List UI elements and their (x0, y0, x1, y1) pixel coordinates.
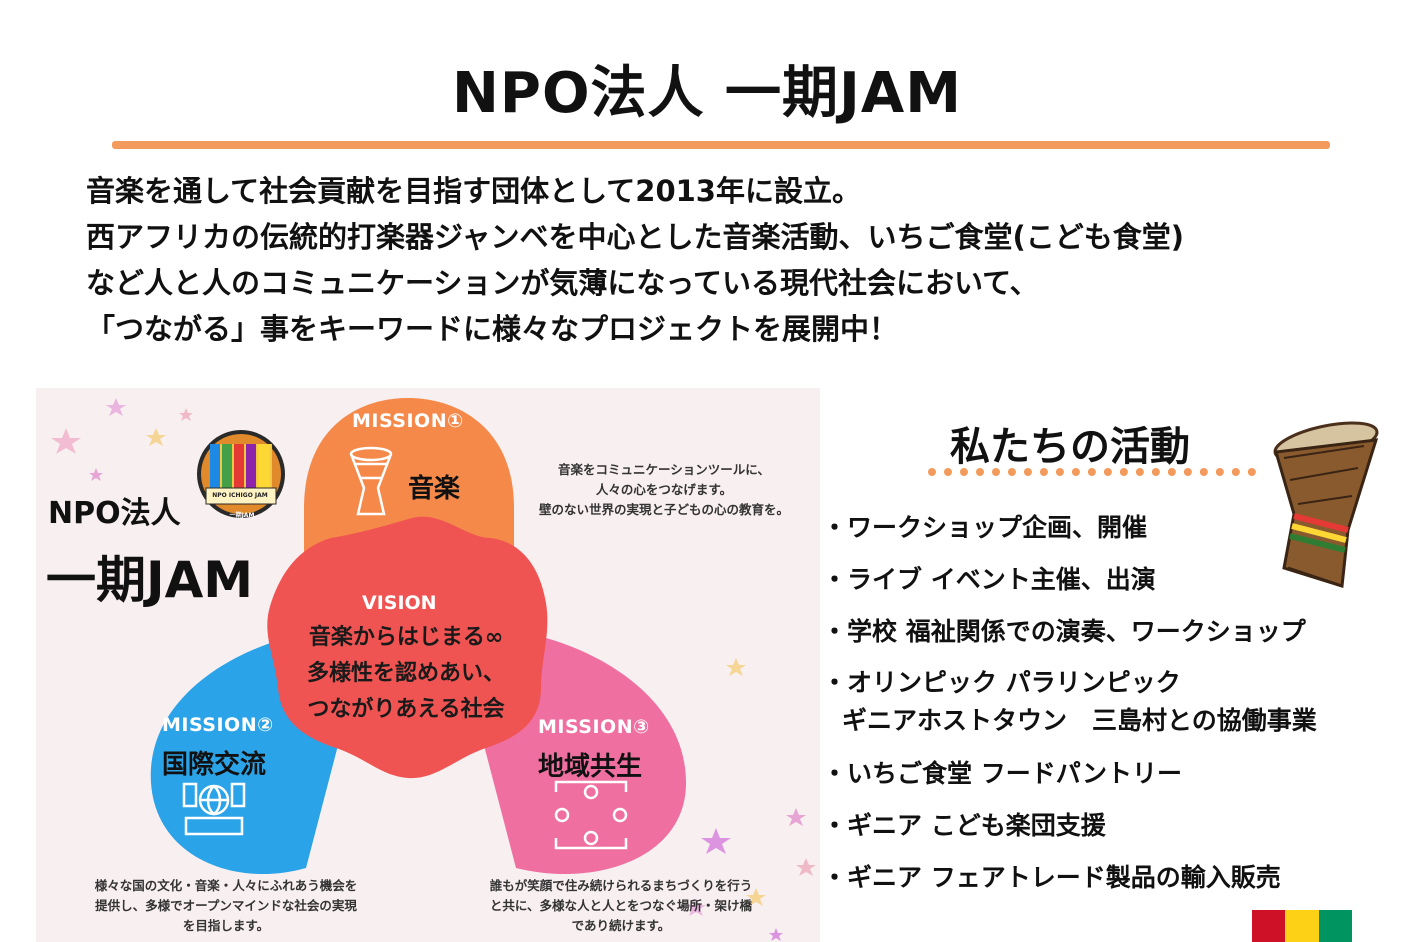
page-title: NPO法人 一期JAM (452, 61, 962, 126)
mission2-description: 様々な国の文化・音楽・人々にふれあう機会を 提供し、多様でオープンマインドな社会… (56, 876, 396, 936)
intro-line: 西アフリカの伝統的打楽器ジャンベを中心とした音楽活動、いちご食堂(こども食堂) (86, 220, 1185, 254)
desc-line: 音楽をコミュニケーションツールに、 (558, 462, 770, 477)
mission2-label: MISSION② (162, 714, 274, 736)
vision-line: つながりあえる社会 (307, 697, 505, 722)
djembe-drum-icon (1273, 421, 1379, 588)
flag-stripe-green (1318, 910, 1352, 942)
desc-line: 壁のない世界の実現と子どもの心の教育を。 (538, 502, 789, 517)
desc-line: 様々な国の文化・音楽・人々にふれあう機会を (94, 878, 358, 893)
mission1-description: 音楽をコミュニケーションツールに、 人々の心をつなげます。 壁のない世界の実現と… (514, 460, 814, 520)
vision-line: 多様性を認めあい、 (306, 661, 505, 686)
intro-line: 「つながる」事をキーワードに様々なプロジェクトを展開中！ (86, 312, 899, 346)
org-name-small: NPO法人 (48, 496, 181, 531)
vision-line: 音楽からはじまる∞ (308, 625, 504, 650)
activity-item: ・オリンピック パラリンピック ギニアホストタウン 三島村との協働事業 (822, 664, 1382, 754)
logo-subtext: 一期JAM (229, 512, 255, 519)
infographic-graphic (51, 398, 816, 941)
activity-item: ・いちご食堂 フードパントリー (822, 759, 1182, 788)
mission3-title: 地域共生 (538, 752, 643, 782)
logo-emblem (197, 430, 285, 518)
flag-stripe-yellow (1285, 910, 1319, 942)
mission3-label: MISSION③ (538, 716, 650, 738)
activity-item: ・学校 福祉関係での演奏、ワークショップ (822, 617, 1306, 646)
title-underline (112, 141, 1330, 149)
star-decorations (51, 398, 816, 941)
activity-line: ・オリンピック パラリンピック (822, 668, 1181, 697)
mission1-label: MISSION① (352, 410, 464, 432)
intro-text: 音楽を通して社会貢献を目指す団体として2013年に設立。 西アフリカの伝統的打楽… (86, 168, 1376, 352)
vision-label: VISION (362, 592, 437, 614)
desc-line: 誰もが笑顔で住み続けられるまちづくりを行う (489, 878, 753, 893)
mission1-title: 音楽 (408, 474, 461, 504)
desc-line: であり続けます。 (571, 918, 671, 933)
desc-line: を目指します。 (182, 918, 270, 933)
activity-item: ・ライブ イベント主催、出演 (822, 565, 1156, 594)
desc-line: と共に、多様な人と人とをつなぐ場所・架け橋 (489, 898, 753, 913)
activity-item: ・ワークショップ企画、開催 (822, 513, 1148, 542)
activities-heading-underline (928, 468, 1256, 476)
flag-stripe-red (1252, 910, 1286, 942)
activity-item: ・ギニア こども楽団支援 (822, 811, 1106, 840)
infographic-panel: NPO法人 一期JAM NPO ICHIGO JAM 一期JAM MISSION… (36, 388, 820, 942)
activity-line: ギニアホストタウン 三島村との協働事業 (842, 706, 1317, 735)
mission2-title: 国際交流 (162, 750, 267, 780)
vision-shape (267, 516, 548, 779)
guinea-flag (1252, 910, 1352, 942)
activity-item: ・ギニア フェアトレード製品の輸入販売 (822, 863, 1281, 892)
djembe-small-icon (349, 446, 393, 516)
activities-list: ・ワークショップ企画、開催 ・ライブ イベント主催、出演 ・学校 福祉関係での演… (822, 508, 1382, 910)
activities-heading: 私たちの活動 (950, 424, 1190, 470)
org-name-big: 一期JAM (46, 551, 254, 609)
vision-statement: 音楽からはじまる∞ 多様性を認めあい、 つながりあえる社会 (274, 620, 538, 728)
community-link-icon (554, 780, 628, 850)
desc-line: 人々の心をつなげます。 (595, 482, 733, 497)
mission3-description: 誰もが笑顔で住み続けられるまちづくりを行う と共に、多様な人と人とをつなぐ場所・… (456, 876, 786, 936)
people-globe-icon (182, 782, 246, 836)
intro-line: など人と人のコミュニケーションが気薄になっている現代社会において、 (86, 266, 1039, 300)
desc-line: 提供し、多様でオープンマインドな社会の実現 (95, 898, 357, 913)
intro-line: 音楽を通して社会貢献を目指す団体として2013年に設立。 (86, 174, 861, 208)
logo-text: NPO ICHIGO JAM (212, 492, 268, 499)
